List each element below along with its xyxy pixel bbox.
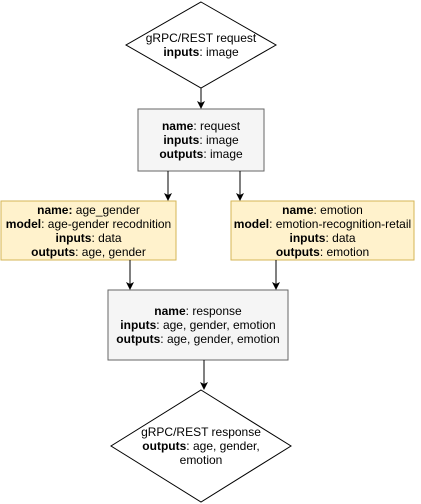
emotion-name-line: name: emotion [282,203,363,217]
emotion-node-box [230,200,415,261]
input-inputs-line: inputs: image [163,45,239,59]
output-decision-shape [110,389,292,503]
response-outputs-line: outputs: age, gender, emotion [116,332,280,346]
emotion-model-line: model: emotion-recognition-retail [233,217,412,231]
emotion-node-label: name: emotion model: emotion-recognition… [231,203,414,259]
age-gender-outputs-line: outputs: age, gender [31,245,146,259]
response-node-box [107,289,289,361]
age-gender-node-label: name: age_gender model: age-gender recod… [1,203,176,259]
response-node-label: name: response inputs: age, gender, emot… [108,304,288,346]
input-title: gRPC/REST request [145,31,257,45]
age-gender-model-line: model: age-gender recodnition [5,217,172,231]
output-title: gRPC/REST response [141,425,261,439]
age-gender-node-box [0,200,177,261]
age-gender-name-line: name: age_gender [37,203,140,217]
response-inputs-line: inputs: age, gender, emotion [120,318,276,332]
request-outputs-line: outputs: image [159,147,243,161]
input-node-label: gRPC/REST request inputs: image [126,31,276,59]
request-node-box [137,108,265,172]
output-node-label: gRPC/REST response outputs: age, gender,… [136,425,266,467]
response-name-line: name: response [154,304,242,318]
request-name-line: name: request [161,119,241,133]
output-outputs-line: outputs: age, gender, emotion [142,439,260,467]
request-node-label: name: request inputs: image outputs: ima… [138,119,264,161]
emotion-outputs-line: outputs: emotion [275,245,370,259]
emotion-inputs-line: inputs: data [289,231,356,245]
age-gender-inputs-line: inputs: data [55,231,122,245]
request-inputs-line: inputs: image [163,133,239,147]
